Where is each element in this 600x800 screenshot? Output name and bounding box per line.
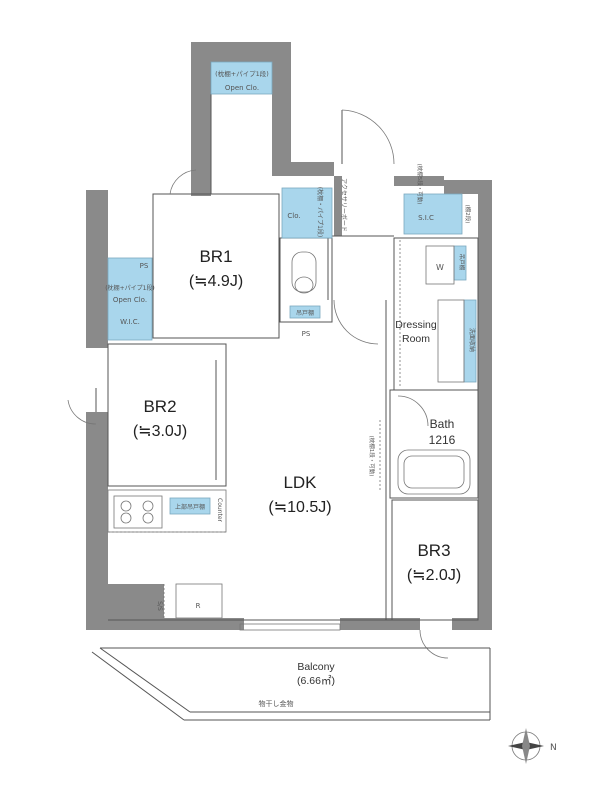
open-clo-left: Open Clo. (113, 296, 147, 304)
br3-size: (≒2.0J) (407, 567, 461, 584)
dressing-line2: Room (402, 333, 430, 345)
toilet (291, 251, 317, 293)
sic-side: (棚2段) (464, 205, 472, 224)
sic-label: S.I.C (418, 214, 434, 222)
ldk-name: LDK (283, 473, 317, 492)
balcony (91, 623, 491, 721)
pantry-label: S/S (156, 601, 163, 611)
exterior-walls (86, 42, 492, 630)
fridge-space (175, 583, 223, 619)
kitchen-shelf (169, 497, 211, 515)
compass: N (508, 728, 557, 764)
br1-size: (≒4.9J) (189, 273, 243, 290)
open-clo-top-jp: (枕棚+パイプ1段) (215, 69, 269, 78)
sic-shelf: (枕棚5段・可動) (416, 164, 424, 205)
wic-label: W.I.C. (120, 318, 140, 326)
closet-br1 (281, 187, 333, 239)
interior-walls (107, 62, 479, 621)
br2-size: (≒3.0J) (133, 423, 187, 440)
wash-basin (437, 299, 465, 383)
fixtures (107, 240, 471, 620)
ps-left: PS (140, 262, 149, 270)
laundry-pole-label: 物干し金物 (259, 699, 294, 708)
fridge-label: R (196, 602, 201, 610)
washing-machine (425, 245, 455, 285)
accessory-board: アクセサリーボード (340, 178, 348, 232)
open-clo-left-jp: (枕棚+パイプ1段) (105, 284, 155, 292)
wic-storage (107, 257, 153, 341)
br3-name: BR3 (417, 541, 450, 560)
dressing-storage-label: 洗面収納 (468, 328, 476, 352)
open-closet-top (210, 61, 273, 95)
toilet-shelf-label: 吊戸棚 (296, 309, 314, 317)
clo-label: Clo. (287, 212, 300, 220)
kitchen-upper-label: 上部吊戸棚 (175, 503, 205, 511)
doors (67, 109, 449, 659)
balcony-name: Balcony (297, 661, 335, 673)
bathtub (397, 449, 471, 495)
ps-toilet: PS (302, 330, 311, 338)
sic-storage (403, 193, 463, 235)
ldk-size: (≒10.5J) (268, 499, 331, 516)
stove-top (113, 495, 163, 529)
kitchen-counter (107, 489, 227, 533)
ldk-shelf-label: (枕棚1段・可動) (368, 436, 376, 477)
bath-name: Bath (430, 417, 455, 431)
washer-label: W (436, 263, 444, 272)
dressing-shelf-label: 吊戸棚 (458, 254, 466, 271)
counter-label: Counter (216, 498, 223, 523)
bath-size: 1216 (429, 433, 456, 447)
storage-areas (107, 61, 477, 515)
br2-name: BR2 (143, 397, 176, 416)
toilet-shelf (289, 305, 321, 319)
br1-name: BR1 (199, 247, 232, 266)
open-clo-top: Open Clo. (225, 84, 259, 92)
compass-north-label: N (550, 743, 557, 753)
dressing-line1: Dressing (395, 319, 437, 331)
balcony-size: (6.66㎡) (297, 675, 335, 687)
shelf-pipe-label: (枕棚・パイプ1段) (316, 187, 324, 238)
